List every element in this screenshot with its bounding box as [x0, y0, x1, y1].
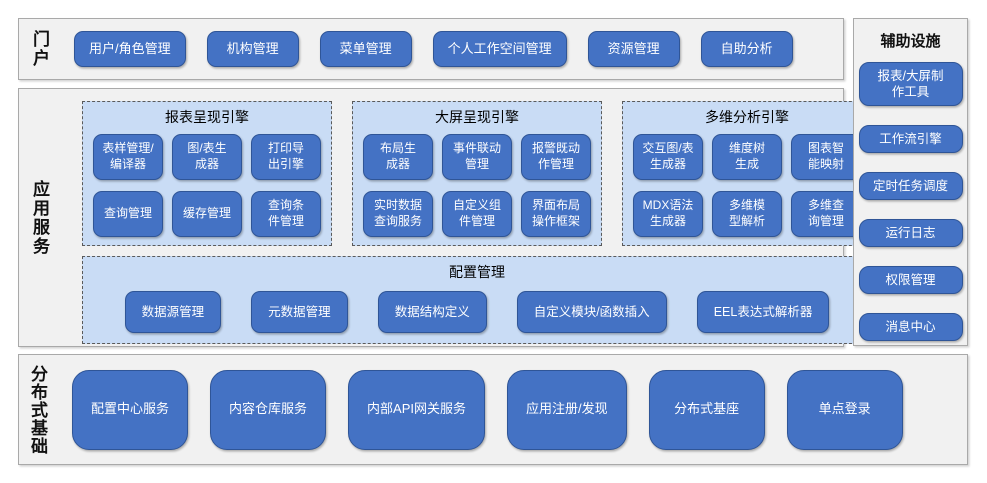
foundation-block-api-gateway: 内部API网关服务 — [348, 369, 485, 450]
config-block-custom-module-insert: 自定义模块/函数插入 — [516, 291, 667, 333]
engine-block: 布局生 成器 — [363, 134, 433, 180]
bigscreen-engine-panel: 大屏呈现引擎 布局生 成器 事件联动 管理 报警既动 作管理 实时数据 查询服务… — [352, 101, 602, 246]
engine-block: 多维模 型解析 — [712, 191, 782, 237]
engine-block: 事件联动 管理 — [442, 134, 512, 180]
foundation-block-content-repo: 内容仓库服务 — [210, 369, 327, 450]
aux-block-scheduler: 定时任务调度 — [858, 172, 963, 200]
aux-block-permission-mgmt: 权限管理 — [858, 266, 963, 294]
report-engine-blocks: 表样管理/ 编译器 图/表生 成器 打印导 出引擎 查询管理 缓存管理 查询条 … — [83, 127, 331, 237]
portal-section: 门户 用户/角色管理 机构管理 菜单管理 个人工作空间管理 资源管理 自助分析 — [18, 18, 844, 80]
auxiliary-panel: 辅助设施 报表/大屏制 作工具 工作流引擎 定时任务调度 运行日志 权限管理 消… — [853, 18, 968, 346]
engine-block: 查询条 件管理 — [251, 191, 321, 237]
engine-block: MDX语法 生成器 — [633, 191, 703, 237]
olap-engine-panel: 多维分析引擎 交互图/表 生成器 维度树 生成 图表智 能映射 MDX语法 生成… — [622, 101, 872, 246]
portal-blocks: 用户/角色管理 机构管理 菜单管理 个人工作空间管理 资源管理 自助分析 — [74, 19, 793, 79]
foundation-block-distributed-base: 分布式基座 — [648, 369, 765, 450]
portal-block-resource-mgmt: 资源管理 — [587, 31, 680, 67]
bigscreen-engine-title: 大屏呈现引擎 — [435, 109, 519, 125]
foundation-block-config-center: 配置中心服务 — [72, 369, 189, 450]
aux-block-workflow-engine: 工作流引擎 — [858, 125, 963, 153]
engine-block: 图表智 能映射 — [791, 134, 861, 180]
portal-section-label: 门户 — [30, 30, 49, 68]
foundation-section: 分布式基础 配置中心服务 内容仓库服务 内部API网关服务 应用注册/发现 分布… — [18, 354, 968, 465]
bigscreen-engine-blocks: 布局生 成器 事件联动 管理 报警既动 作管理 实时数据 查询服务 自定义组 件… — [353, 127, 601, 237]
foundation-block-sso: 单点登录 — [786, 369, 903, 450]
engine-block: 实时数据 查询服务 — [363, 191, 433, 237]
engine-block: 表样管理/ 编译器 — [93, 134, 163, 180]
engine-block: 界面布局 操作框架 — [521, 191, 591, 237]
config-block-datasource-mgmt: 数据源管理 — [124, 291, 222, 333]
app-services-section: 应用服务 报表呈现引擎 表样管理/ 编译器 图/表生 成器 打印导 出引擎 查询… — [18, 88, 872, 347]
engine-block: 自定义组 件管理 — [442, 191, 512, 237]
portal-block-user-role-mgmt: 用户/角色管理 — [74, 31, 186, 67]
aux-block-report-bigscreen-tool: 报表/大屏制 作工具 — [858, 62, 963, 106]
config-mgmt-blocks: 数据源管理 元数据管理 数据结构定义 自定义模块/函数插入 EEL表达式解析器 — [83, 291, 871, 333]
portal-block-org-mgmt: 机构管理 — [206, 31, 299, 67]
auxiliary-blocks: 报表/大屏制 作工具 工作流引擎 定时任务调度 运行日志 权限管理 消息中心 — [854, 62, 967, 341]
engine-block: 报警既动 作管理 — [521, 134, 591, 180]
config-mgmt-panel: 配置管理 数据源管理 元数据管理 数据结构定义 自定义模块/函数插入 EEL表达… — [82, 256, 872, 344]
config-block-metadata-mgmt: 元数据管理 — [251, 291, 348, 333]
config-block-eel-parser: EEL表达式解析器 — [696, 291, 830, 333]
olap-engine-title: 多维分析引擎 — [705, 109, 789, 125]
app-services-content: 报表呈现引擎 表样管理/ 编译器 图/表生 成器 打印导 出引擎 查询管理 缓存… — [48, 89, 872, 346]
olap-engine-blocks: 交互图/表 生成器 维度树 生成 图表智 能映射 MDX语法 生成器 多维模 型… — [623, 127, 871, 237]
portal-block-self-service-analysis: 自助分析 — [700, 31, 793, 67]
engine-block: 图/表生 成器 — [172, 134, 242, 180]
config-mgmt-title: 配置管理 — [449, 264, 505, 280]
engine-block: 维度树 生成 — [712, 134, 782, 180]
engine-block: 查询管理 — [93, 191, 163, 237]
aux-block-run-log: 运行日志 — [858, 219, 963, 247]
engine-block: 打印导 出引擎 — [251, 134, 321, 180]
portal-block-menu-mgmt: 菜单管理 — [319, 31, 412, 67]
engine-block: 缓存管理 — [172, 191, 242, 237]
aux-block-message-center: 消息中心 — [858, 313, 963, 341]
foundation-block-app-registry: 应用注册/发现 — [507, 369, 627, 450]
engine-block: 多维查 询管理 — [791, 191, 861, 237]
engine-block: 交互图/表 生成器 — [633, 134, 703, 180]
app-services-section-label: 应用服务 — [30, 179, 49, 256]
foundation-blocks: 配置中心服务 内容仓库服务 内部API网关服务 应用注册/发现 分布式基座 单点… — [72, 355, 903, 464]
report-engine-title: 报表呈现引擎 — [165, 109, 249, 125]
report-engine-panel: 报表呈现引擎 表样管理/ 编译器 图/表生 成器 打印导 出引擎 查询管理 缓存… — [82, 101, 332, 246]
config-block-data-structure-def: 数据结构定义 — [377, 291, 487, 333]
auxiliary-panel-title: 辅助设施 — [880, 33, 941, 50]
portal-block-workspace-mgmt: 个人工作空间管理 — [432, 31, 567, 67]
foundation-section-label: 分布式基础 — [28, 364, 47, 455]
